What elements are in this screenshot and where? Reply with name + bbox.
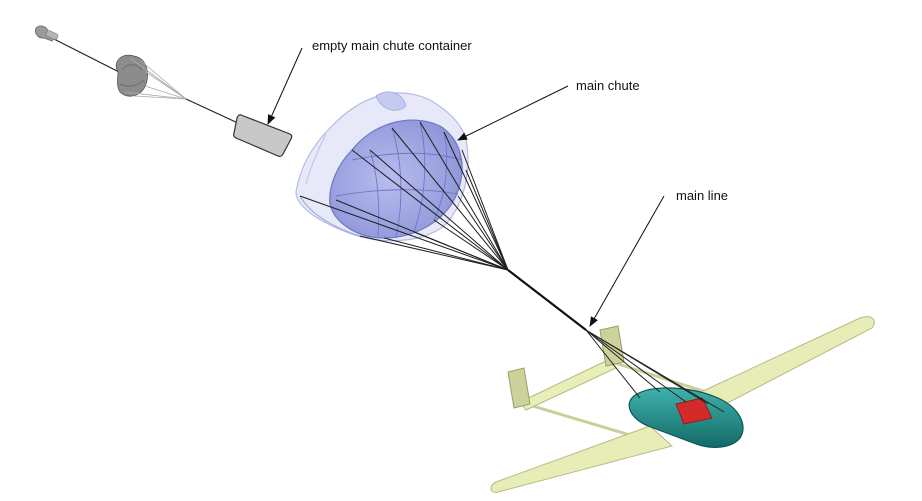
main-line — [507, 269, 587, 331]
label-main-chute: main chute — [576, 78, 640, 93]
pilot-chute-assembly — [35, 25, 241, 125]
label-empty-container: empty main chute container — [312, 38, 472, 53]
pilot-chute-icon — [35, 25, 59, 42]
callout-arrow-container — [267, 47, 303, 125]
suspension-lines — [299, 121, 509, 271]
callout-arrows — [267, 47, 665, 327]
drogue-bridle — [185, 98, 241, 125]
callout-arrow-main-chute — [457, 85, 569, 141]
container-icon — [233, 114, 293, 157]
drogue-canopy-icon — [115, 54, 187, 100]
pilot-tether — [47, 35, 126, 76]
callout-arrow-main-line — [589, 195, 665, 327]
uav-icon — [490, 316, 875, 493]
label-main-line: main line — [676, 188, 729, 203]
